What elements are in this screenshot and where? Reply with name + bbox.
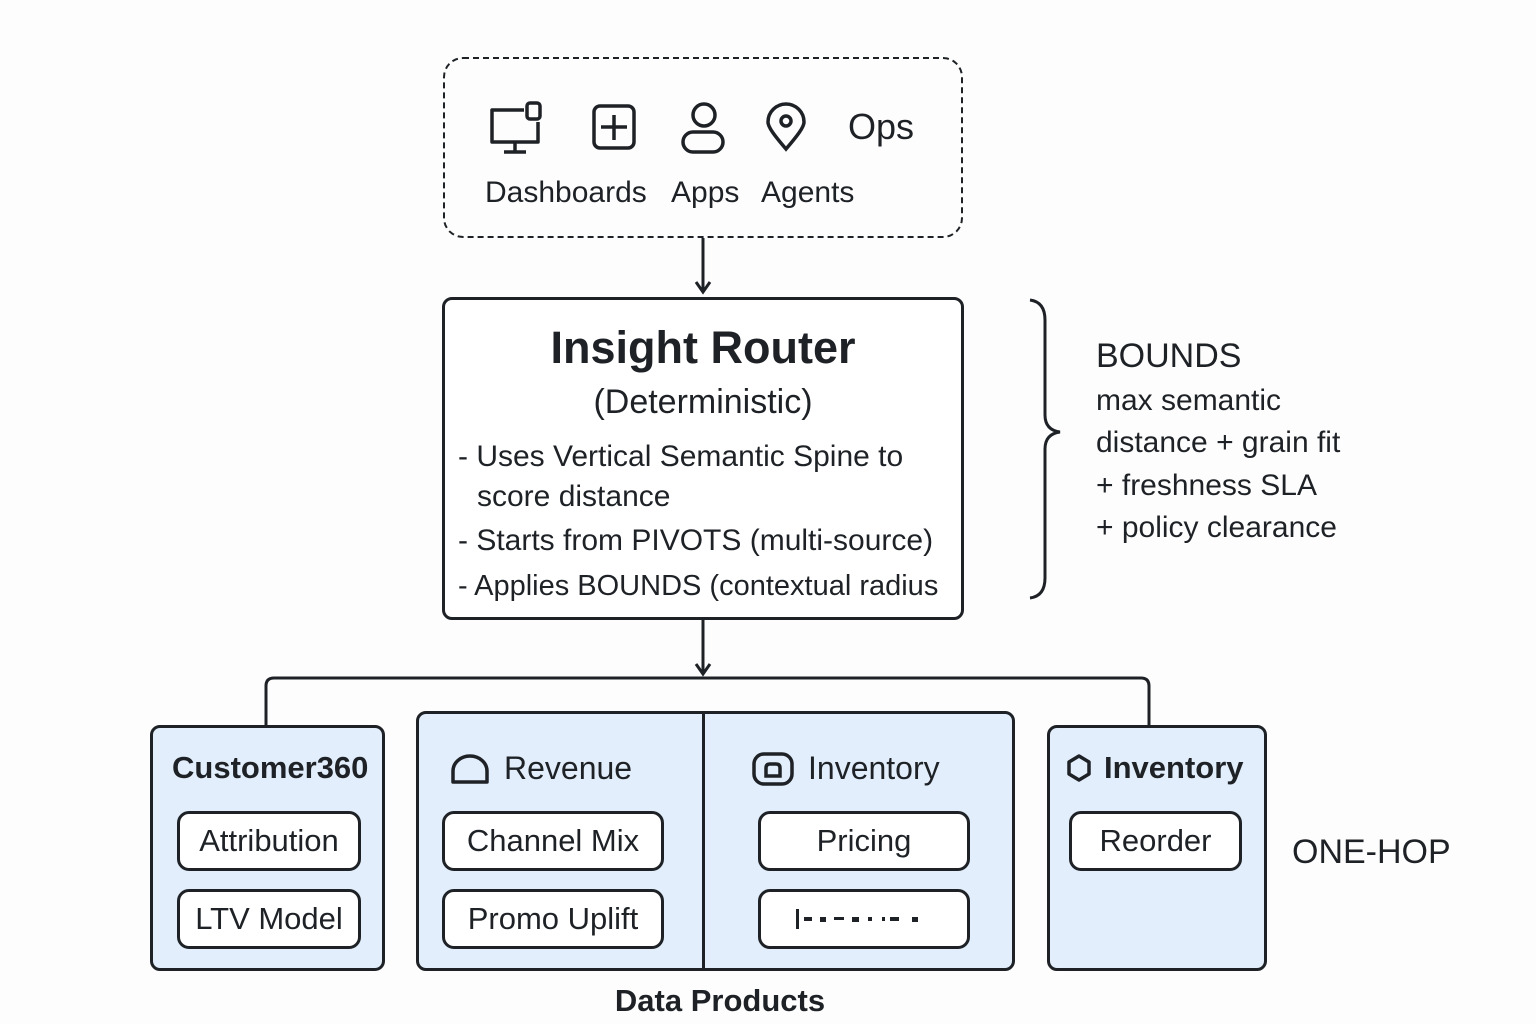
apps-label[interactable]: Apps (671, 176, 740, 209)
hexagon-icon (1067, 754, 1091, 782)
bounds-line: + policy clearance (1096, 511, 1337, 544)
location-pin-icon[interactable] (766, 102, 810, 153)
bounds-brace (1029, 298, 1061, 600)
ltv-model-pill[interactable]: LTV Model (177, 889, 361, 949)
inventory-right-header: Inventory (1066, 750, 1244, 786)
bounds-line: max semantic (1096, 384, 1282, 417)
inventory-right-title: Inventory (1104, 750, 1244, 785)
plus-square-icon[interactable] (592, 104, 638, 150)
monitor-icon (490, 101, 542, 154)
router-bullet: - Starts from PIVOTS (multi-source) (458, 524, 934, 557)
pricing-pill[interactable]: Pricing (758, 811, 970, 871)
router-subtitle: (Deterministic) (593, 383, 813, 421)
inventory-mid-title: Inventory (808, 750, 940, 786)
reorder-pill[interactable]: Reorder (1069, 811, 1242, 871)
channel-mix-pill[interactable]: Channel Mix (442, 811, 664, 871)
customer360-title: Customer360 (172, 750, 369, 785)
camera-icon (752, 751, 794, 786)
router-bullet: - Applies BOUNDS (contextual radius (458, 570, 939, 602)
router-bullet: - Uses Vertical Semantic Spine to (458, 440, 904, 473)
router-title: Insight Router (550, 322, 856, 373)
attribution-pill[interactable]: Attribution (177, 811, 361, 871)
revenue-title: Revenue (504, 750, 633, 786)
fanout-line (264, 676, 1151, 725)
bounds-line: + freshness SLA (1096, 469, 1317, 502)
arrowhead (694, 663, 712, 677)
insight-router-box (442, 297, 964, 620)
person-icon[interactable] (680, 102, 728, 156)
cloud-icon (451, 753, 489, 784)
router-bullet: score distance (477, 480, 671, 513)
consumers-box (443, 57, 963, 238)
arrowhead (694, 281, 712, 295)
bounds-title: BOUNDS (1096, 337, 1242, 375)
one-hop-label: ONE-HOP (1292, 833, 1451, 871)
agents-label[interactable]: Agents (761, 176, 855, 209)
dashboards-label[interactable]: Dashboards (485, 176, 647, 209)
illegible-pill[interactable] (758, 889, 970, 949)
inventory-mid-header: Inventory (752, 750, 940, 787)
data-products-caption: Data Products (614, 983, 826, 1018)
revenue-header: Revenue (450, 750, 632, 787)
illegible-text-marks (796, 909, 918, 929)
bounds-line: distance + grain fit (1096, 426, 1341, 459)
promo-uplift-pill[interactable]: Promo Uplift (442, 889, 664, 949)
divider (702, 711, 705, 971)
ops-label: Ops (848, 106, 915, 147)
